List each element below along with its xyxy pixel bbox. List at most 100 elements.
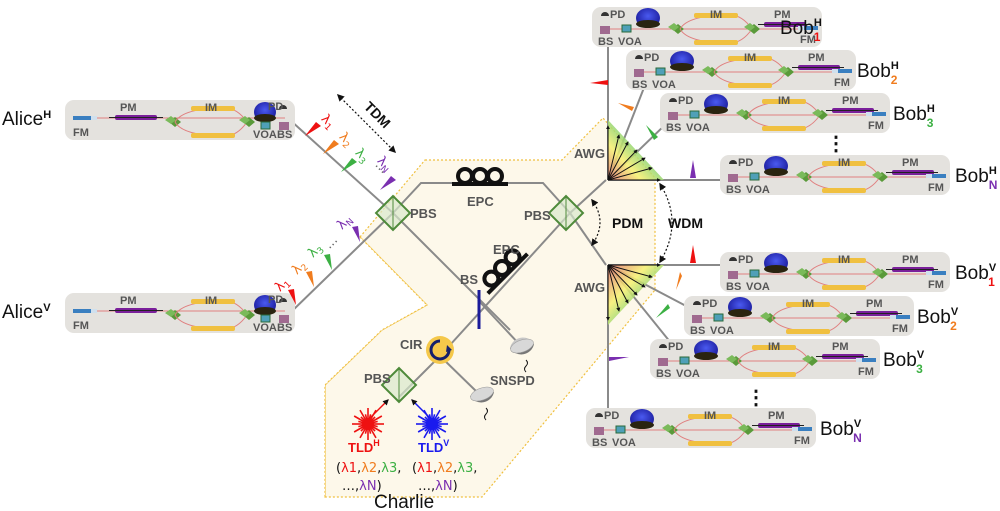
charlie-title: Charlie — [374, 492, 434, 511]
module-label-voa: VOA — [710, 325, 734, 337]
svg-text:VOA: VOA — [253, 129, 277, 141]
fiber-alice-v — [289, 212, 394, 314]
module-label-bs: BS — [690, 325, 705, 337]
pdm-label: PDM — [612, 215, 643, 231]
module-label-im: IM — [704, 410, 716, 422]
svg-text:IM: IM — [205, 102, 217, 114]
module-label-fm: FM — [928, 182, 944, 194]
svg-text:FM: FM — [73, 127, 89, 139]
cir-label: CIR — [400, 337, 423, 352]
pbs-right-label: PBS — [524, 208, 551, 223]
module-label-im: IM — [838, 254, 850, 266]
svg-text:IM: IM — [205, 295, 217, 307]
module-label-im: IM — [744, 52, 756, 64]
alice-v-module: FM PM IM PD VOA BS — [64, 292, 296, 334]
module-label-im: IM — [802, 298, 814, 310]
module-label-bs: BS — [592, 437, 607, 449]
pbs-right — [547, 194, 585, 232]
snspd-label: SNSPD — [490, 373, 535, 388]
snspd-top — [510, 337, 534, 373]
fiber-diag-arm — [439, 212, 571, 357]
module-label-voa: VOA — [746, 184, 770, 196]
module-label-im: IM — [778, 95, 790, 107]
epc-diag-label: EPC — [493, 242, 520, 257]
tld-h-wavelength-list: (λ1,λ2,λ3, …,λN) — [336, 461, 401, 494]
pbs-left — [374, 194, 412, 232]
awg-top — [606, 120, 664, 182]
circulator — [426, 336, 454, 364]
svg-text:BS: BS — [277, 129, 292, 141]
module-label-pm: PM — [832, 341, 849, 353]
awg-bottom-label: AWG — [574, 280, 605, 295]
ellipsis-bob-h: ⋮ — [826, 133, 846, 155]
tld-v-wavelength-list: (λ1,λ2,λ3, …,λN) — [412, 461, 477, 494]
module-label-voa: VOA — [686, 122, 710, 134]
fiber-pbs-awg-bottom — [569, 212, 607, 266]
wdm-label: WDM — [668, 215, 703, 231]
module-label-fm: FM — [834, 77, 850, 89]
module-label-bs: BS — [656, 368, 671, 380]
module-label-voa: VOA — [652, 79, 676, 91]
svg-text:λ1: λ1 — [316, 112, 338, 134]
module-label-im: IM — [768, 341, 780, 353]
module-label-bs: BS — [726, 281, 741, 293]
module-label-pd: PD — [678, 95, 693, 107]
bob-side-pulses — [590, 80, 696, 361]
pbs-bottom — [380, 366, 418, 404]
bob-module-6: BS VOA PD IM PM FM — [683, 295, 915, 337]
module-label-pd: PD — [738, 157, 753, 169]
pdm-arrow — [591, 198, 601, 247]
svg-text:VOA: VOA — [253, 322, 277, 334]
module-label-pd: PD — [668, 341, 683, 353]
awg-top-label: AWG — [574, 146, 605, 161]
fiber-alice-h — [289, 119, 394, 214]
module-label-fm: FM — [858, 366, 874, 378]
alice-h-module: FM PM IM PD VOA BS — [64, 99, 296, 141]
tdm-label: TDM — [361, 98, 394, 131]
svg-text:(λ1,λ2,λ3,: (λ1,λ2,λ3, — [336, 461, 401, 476]
module-label-voa: VOA — [676, 368, 700, 380]
ellipsis-bob-v: ⋮ — [746, 387, 766, 409]
pbs-bottom-label: PBS — [364, 371, 391, 386]
tld-v-arrow — [411, 399, 431, 419]
module-label-fm: FM — [868, 120, 884, 132]
module-label-pm: PM — [774, 9, 791, 21]
module-label-fm: FM — [928, 279, 944, 291]
svg-text:(λ1,λ2,λ3,: (λ1,λ2,λ3, — [412, 461, 477, 476]
svg-text:…,λN): …,λN) — [342, 479, 382, 494]
svg-text:λN: λN — [334, 212, 356, 234]
svg-text:FM: FM — [73, 320, 89, 332]
tld-h-arrow — [369, 399, 389, 419]
fiber-to-bs-left — [392, 212, 511, 331]
module-label-pm: PM — [808, 52, 825, 64]
module-label-voa: VOA — [746, 281, 770, 293]
module-label-pm: PM — [768, 410, 785, 422]
module-label-pd: PD — [644, 52, 659, 64]
module-label-pm: PM — [866, 298, 883, 310]
module-label-pd: PD — [702, 298, 717, 310]
module-label-bs: BS — [632, 79, 647, 91]
svg-text:PM: PM — [120, 102, 137, 114]
module-label-fm: FM — [892, 323, 908, 335]
svg-text:λ2: λ2 — [334, 130, 356, 152]
module-label-im: IM — [710, 9, 722, 21]
svg-text:PD: PD — [268, 101, 283, 113]
module-label-pd: PD — [604, 410, 619, 422]
svg-text:PM: PM — [120, 295, 137, 307]
module-label-pm: PM — [902, 254, 919, 266]
module-label-bs: BS — [726, 184, 741, 196]
bob-module-7: BS VOA PD IM PM FM — [649, 338, 881, 380]
snspd-bottom — [470, 386, 494, 421]
region-cutout — [300, 237, 427, 497]
tdm-arrow — [336, 93, 397, 154]
